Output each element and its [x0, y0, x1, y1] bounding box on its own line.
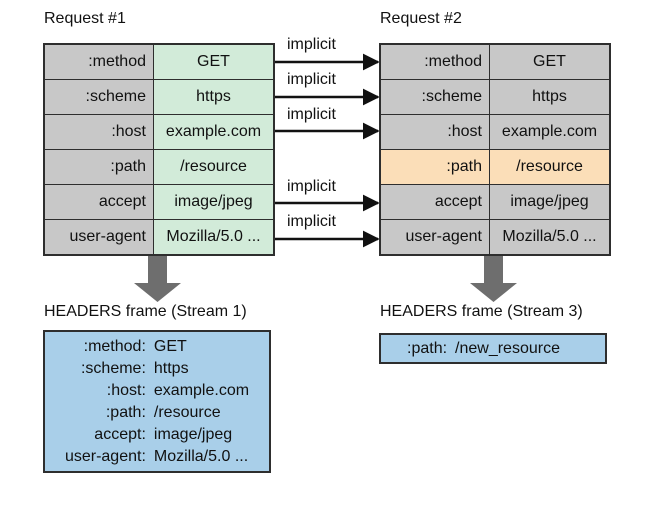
request2-value: example.com [490, 115, 609, 149]
request1-value: https [154, 80, 273, 114]
request2-value: Mozilla/5.0 ... [490, 220, 609, 254]
frame1-key: user-agent: [64, 448, 146, 465]
request2-row-accept: accept image/jpeg [381, 185, 609, 219]
request1-key: :scheme [45, 80, 153, 114]
implicit-label-user-agent: implicit [287, 213, 336, 230]
frame1-value: Mozilla/5.0 ... [153, 448, 249, 465]
request2-key: :scheme [381, 80, 489, 114]
frame1-value: /resource [153, 404, 221, 421]
request1-row-path: :path /resource [45, 150, 273, 184]
request1-title: Request #1 [44, 10, 126, 27]
frame1-key: :host: [106, 382, 146, 399]
request1-row-host: :host example.com [45, 115, 273, 149]
frame1-value: image/jpeg [153, 426, 233, 443]
request1-row-method: :method GET [45, 45, 273, 79]
request1-value: image/jpeg [154, 185, 273, 219]
request1-key: user-agent [45, 220, 153, 254]
frame1-key: accept: [94, 426, 146, 443]
frame1-title: HEADERS frame (Stream 1) [44, 303, 247, 320]
request2-key: :path [381, 150, 489, 184]
request1-value: /resource [154, 150, 273, 184]
request2-key: :method [381, 45, 489, 79]
request1-key: :host [45, 115, 153, 149]
request1-value: GET [154, 45, 273, 79]
request2-key: :host [381, 115, 489, 149]
frame2-title: HEADERS frame (Stream 3) [380, 303, 583, 320]
request1-row-accept: accept image/jpeg [45, 185, 273, 219]
request2-value: image/jpeg [490, 185, 609, 219]
implicit-label-method: implicit [287, 36, 336, 53]
request1-value: example.com [154, 115, 273, 149]
frame2-box: :path: /new_resource [379, 333, 607, 364]
request2-key: user-agent [381, 220, 489, 254]
implicit-label-host: implicit [287, 106, 336, 123]
request2-row-scheme: :scheme https [381, 80, 609, 114]
frame1-key: :scheme: [80, 360, 146, 377]
request2-value: /resource [490, 150, 609, 184]
implicit-label-scheme: implicit [287, 71, 336, 88]
frame1-key: :path: [105, 404, 146, 421]
implicit-label-accept: implicit [287, 178, 336, 195]
frame1-value: example.com [153, 382, 250, 399]
frame2-value: /new_resource [455, 340, 560, 357]
request2-row-user-agent: user-agent Mozilla/5.0 ... [381, 220, 609, 254]
request1-key: :path [45, 150, 153, 184]
request1-value: Mozilla/5.0 ... [154, 220, 273, 254]
frame1-box: :method: GET :scheme: https :host: examp… [43, 330, 271, 473]
request2-table: :method GET :scheme https :host example.… [379, 43, 611, 256]
request2-row-host: :host example.com [381, 115, 609, 149]
request1-key: :method [45, 45, 153, 79]
request1-table: :method GET :scheme https :host example.… [43, 43, 275, 256]
down-arrow-request1 [134, 255, 181, 302]
frame1-value: https [153, 360, 189, 377]
request2-value: https [490, 80, 609, 114]
request1-row-scheme: :scheme https [45, 80, 273, 114]
request2-row-method: :method GET [381, 45, 609, 79]
request2-value: GET [490, 45, 609, 79]
frame1-key: :method: [83, 338, 146, 355]
request1-key: accept [45, 185, 153, 219]
request2-key: accept [381, 185, 489, 219]
request2-title: Request #2 [380, 10, 462, 27]
request2-row-path-changed: :path /resource [381, 150, 609, 184]
down-arrow-request2 [470, 255, 517, 302]
request1-row-user-agent: user-agent Mozilla/5.0 ... [45, 220, 273, 254]
frame2-key: :path: [407, 340, 448, 357]
frame1-value: GET [153, 338, 187, 355]
